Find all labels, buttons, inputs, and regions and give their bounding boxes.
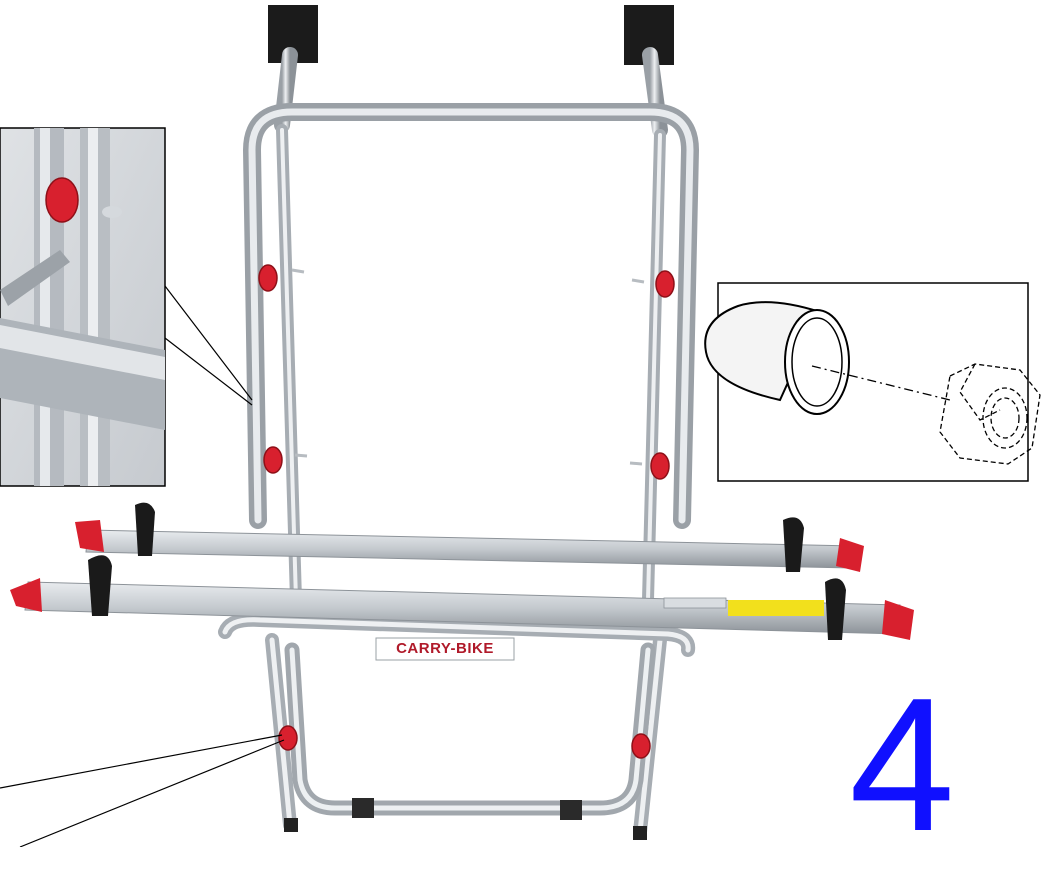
wheel-strap-left: [88, 555, 112, 616]
knob-lower-right: [631, 733, 651, 759]
wheel-strap-right: [825, 578, 846, 640]
upper-wheel-rail: [75, 502, 864, 572]
knob-upper-left: [258, 264, 278, 292]
detail-inset-knob: [0, 127, 166, 487]
detail-box-cap-nut: [704, 282, 1041, 482]
conical-cap-icon: [704, 301, 850, 415]
main-frame: [218, 47, 700, 839]
knob-upper-right: [655, 270, 675, 298]
lower-wheel-rail: [10, 555, 914, 640]
brand-label-plate: [375, 637, 515, 661]
rail-label-sticker: [663, 597, 727, 609]
hex-nut-icon: [939, 363, 1041, 465]
leader-lines: [0, 285, 285, 847]
wheel-strap-left: [135, 502, 155, 556]
brand-label: CARRY-BIKE: [396, 640, 494, 657]
top-mount-pads: [268, 5, 674, 65]
adjustment-knobs: [258, 264, 675, 759]
bike-carrier-diagram: [0, 5, 1041, 847]
step-number: 4: [849, 659, 955, 871]
wheel-strap-right: [783, 517, 804, 572]
rail-end-cap: [882, 600, 914, 640]
frame-feet: [284, 798, 647, 840]
knob-middle-right: [650, 452, 670, 480]
warning-sticker: [728, 600, 824, 616]
knob-lower-left: [278, 725, 298, 751]
rail-end-cap: [10, 578, 42, 612]
rail-end-cap: [75, 520, 104, 552]
knob-studs: [291, 268, 645, 466]
knob-middle-left: [263, 446, 283, 474]
rail-end-cap: [836, 538, 864, 572]
knob-closeup: [45, 177, 79, 223]
